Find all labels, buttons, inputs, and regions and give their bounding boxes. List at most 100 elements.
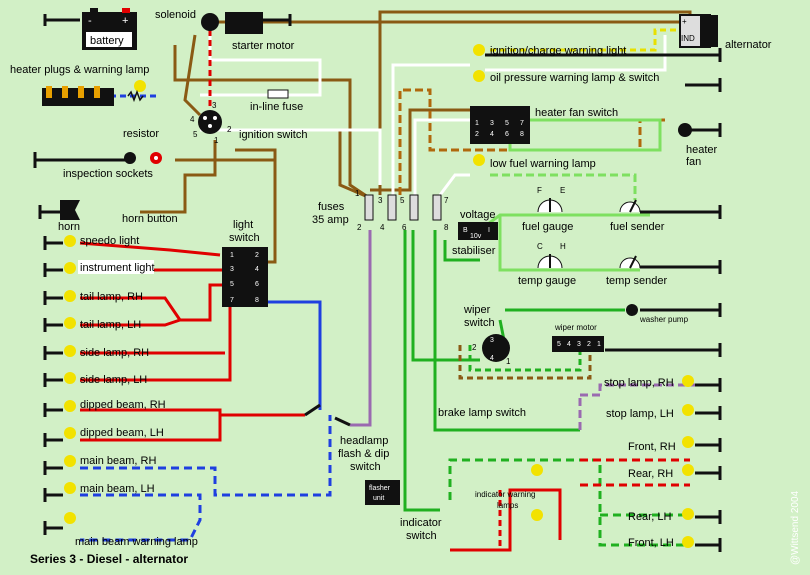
battery: - + battery <box>82 8 137 50</box>
fuse-term-2: 2 <box>357 223 362 232</box>
hf-term-4: 4 <box>490 131 494 138</box>
resistor-label: resistor <box>123 128 159 140</box>
wire-green-2 <box>433 230 580 432</box>
heater-fan-switch-label: heater fan switch <box>535 107 618 119</box>
stab-i: I <box>488 227 490 234</box>
main-rh-bulb-icon <box>64 455 76 467</box>
stop-lh-bulb-icon <box>682 404 694 416</box>
resistor-icon <box>127 89 144 103</box>
indicator-switch-label-1: indicator <box>400 517 442 529</box>
side-rh-label: side lamp, RH <box>80 347 149 359</box>
wire-green-6 <box>498 215 640 272</box>
wire-lgreen-low-fuel <box>490 173 637 200</box>
ls-term-1: 1 <box>230 252 234 259</box>
ls-term-3: 3 <box>230 266 234 273</box>
oil-warning-bulb-icon <box>473 70 485 82</box>
hf-term-3: 3 <box>490 120 494 127</box>
stab-b: B <box>463 227 468 234</box>
wire-green-4 <box>443 240 480 262</box>
wiper-term-3: 3 <box>490 337 494 344</box>
light-switch-label-2: switch <box>229 232 260 244</box>
indicator-warning-lamps: indicator warning lamps <box>475 464 543 521</box>
horn-button-label: horn button <box>122 213 178 225</box>
wire-brown-ign <box>173 45 369 199</box>
main-warning-bulb-icon <box>64 512 76 524</box>
wiper-term-4: 4 <box>490 355 494 362</box>
flasher-unit-label-1: flasher <box>369 485 391 492</box>
temp-gauge-label: temp gauge <box>518 275 576 287</box>
heater-fan-label-2: fan <box>686 156 701 168</box>
main-lh-bulb-icon <box>64 482 76 494</box>
right-lamp-grounds <box>695 378 722 552</box>
side-lh-bulb-icon <box>64 372 76 384</box>
flasher-unit-label-2: unit <box>373 495 384 502</box>
hf-term-8: 8 <box>520 131 524 138</box>
battery-label: battery <box>90 35 124 47</box>
voltage-stabiliser: voltage B I 10v stabiliser <box>452 209 498 257</box>
credit: @Wittsend 2004 <box>790 490 801 565</box>
ls-term-5: 5 <box>230 281 234 288</box>
wm-term-3: 3 <box>577 341 581 348</box>
voltage-stab-label-2: stabiliser <box>452 245 496 257</box>
wire-brown-2 <box>183 34 202 117</box>
washer-pump: washer pump <box>626 304 689 324</box>
warning-lamps: ignition/charge warning light oil pressu… <box>473 44 659 170</box>
temp-gauge: C H temp gauge <box>518 242 576 287</box>
wire-white-3 <box>200 128 382 185</box>
battery-neg-label: - <box>88 15 92 27</box>
ign-warning-bulb-icon <box>473 44 485 56</box>
ignition-switch: 3 4 5 1 2 ignition switch <box>190 101 307 145</box>
wiper-term-1: 1 <box>506 357 511 366</box>
alternator: + IND alternator <box>679 14 772 51</box>
alternator-plus: + <box>682 17 687 26</box>
wire-charge <box>490 28 682 52</box>
ign-term-5: 5 <box>193 130 198 139</box>
wires <box>79 10 695 552</box>
fuse-term-8: 8 <box>444 223 449 232</box>
hf-term-2: 2 <box>475 131 479 138</box>
washer-pump-label: washer pump <box>639 315 689 324</box>
ign-term-4: 4 <box>190 115 195 124</box>
wire-purple-1 <box>350 230 372 427</box>
wiper-term-2: 2 <box>472 343 477 352</box>
tail-lh-label: tail lamp, LH <box>80 319 141 331</box>
temp-gauge-h: H <box>560 242 566 251</box>
inspection-sockets-label: inspection sockets <box>63 168 153 180</box>
left-lamps: speedo light instrument light tail lamp,… <box>64 235 198 548</box>
heater-warning-lamp-icon <box>134 80 146 92</box>
ground-leads <box>33 14 722 357</box>
voltage-stab-label-1: voltage <box>460 209 495 221</box>
ind-warning-bulb-2-icon <box>531 509 543 521</box>
wiper-switch: wiper switch 3 4 2 1 <box>463 304 511 366</box>
inspection-sockets: inspection sockets <box>63 152 162 180</box>
instrument-light-bulb-icon <box>64 262 76 274</box>
fuel-gauge-f: F <box>537 186 542 195</box>
ign-term-3: 3 <box>212 101 217 110</box>
ignition-switch-label: ignition switch <box>239 129 307 141</box>
left-lamp-grounds <box>43 236 63 535</box>
indicator-switch: indicator switch <box>400 517 442 542</box>
temp-sender: temp sender <box>606 255 667 287</box>
fuel-gauge: F E fuel gauge <box>522 186 573 233</box>
wire-white-1 <box>391 63 470 195</box>
temp-gauge-c: C <box>537 242 543 251</box>
dipped-rh-label: dipped beam, RH <box>80 399 166 411</box>
wire-green-1 <box>403 230 440 512</box>
rear-lh-label: Rear, LH <box>628 511 671 523</box>
fuse-box: fuses 35 amp 1 3 5 7 2 4 6 8 <box>312 189 449 232</box>
headlamp-switch-label-2: flash & dip <box>338 448 389 460</box>
wire-red-ind <box>450 488 562 552</box>
side-rh-bulb-icon <box>64 345 76 357</box>
heater-plugs-label: heater plugs & warning lamp <box>10 64 149 76</box>
indicator-warning-label-1: indicator warning <box>475 490 535 499</box>
hf-term-6: 6 <box>505 131 509 138</box>
main-warning-label: main beam warning lamp <box>75 536 198 548</box>
ls-term-8: 8 <box>255 297 259 304</box>
stop-lh-label: stop lamp, LH <box>606 408 674 420</box>
speedo-light-bulb-icon <box>64 235 76 247</box>
heater-plugs: heater plugs & warning lamp resistor <box>10 64 159 140</box>
wiper-motor: wiper motor 5 4 3 2 1 <box>552 323 604 352</box>
fuse-term-6: 6 <box>402 223 407 232</box>
fuse-term-5: 5 <box>400 196 405 205</box>
